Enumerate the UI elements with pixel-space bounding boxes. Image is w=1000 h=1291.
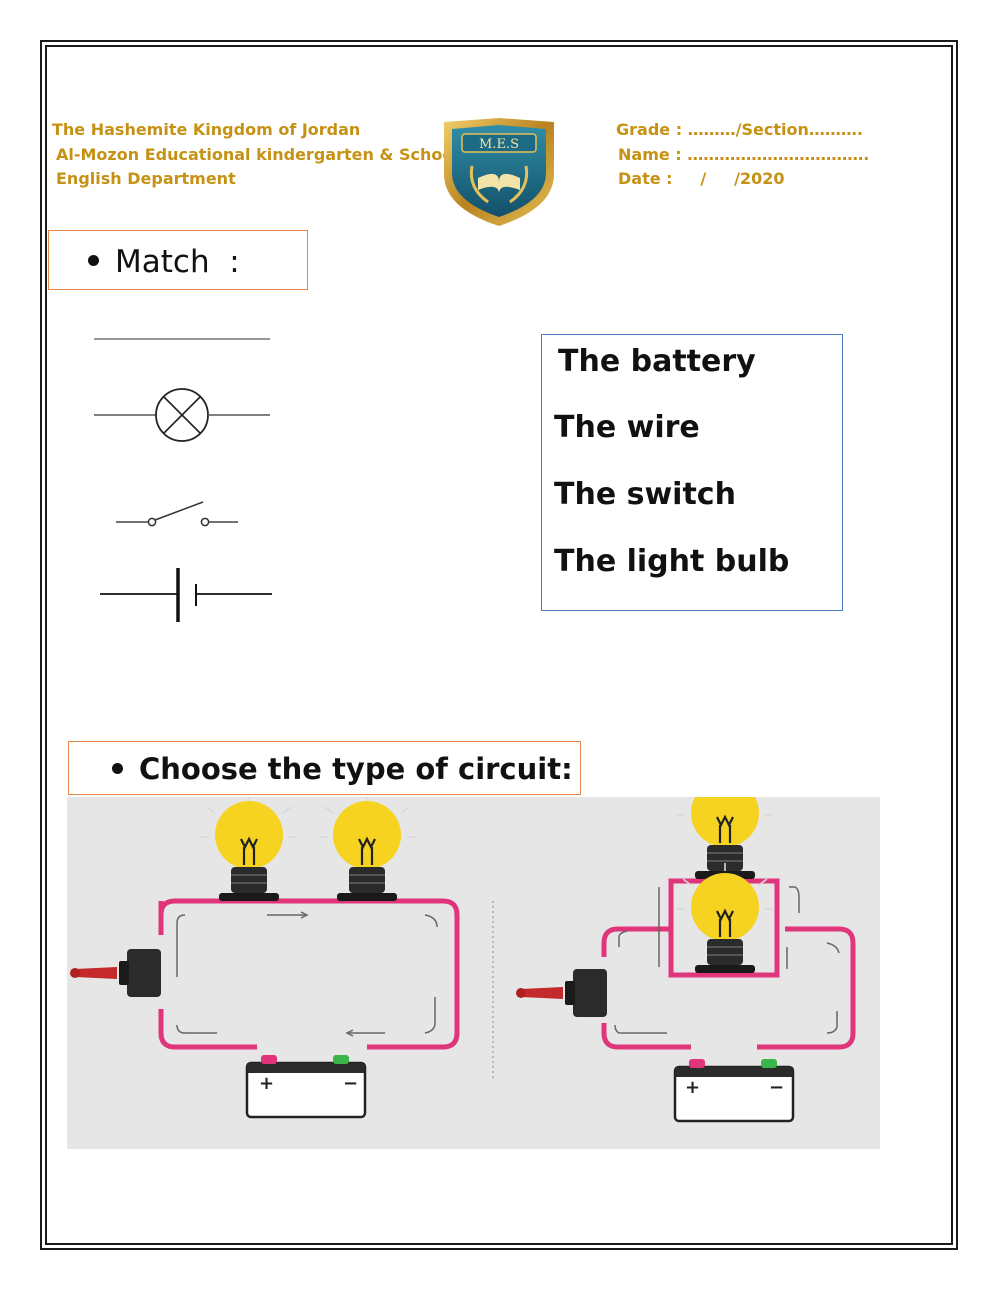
match-title: Match : [88,244,240,280]
match-words-box [541,334,843,611]
header-department: English Department [56,169,236,188]
page-border-inner [45,45,953,1245]
header-name-field: Name : ……………………………. [618,145,870,164]
choose-title-box [68,741,581,795]
battery-plus-label: + [259,1073,274,1094]
header-grade-field: Grade : ………/Section………. [616,120,863,139]
match-title-box [48,230,308,290]
circuit-illustration: + − + − [67,797,880,1149]
battery-symbol [100,568,272,622]
switch-symbol [116,501,238,527]
bullet-icon [88,255,99,266]
choose-title-text: Choose the type of circuit: [139,752,573,786]
bullet-icon [112,762,123,774]
battery-minus-label-2: − [769,1077,784,1098]
word-battery[interactable]: The battery [558,344,756,379]
header-school: Al-Mozon Educational kindergarten & Scho… [56,145,459,164]
header-date-field: Date : / /2020 [618,169,785,188]
match-title-text: Match : [115,244,240,280]
school-logo: M.E.S [444,118,554,226]
wire-symbol [94,338,270,340]
logo-text: M.E.S [479,137,519,152]
battery-plus-label-2: + [685,1077,700,1098]
choose-title: Choose the type of circuit: [112,752,573,786]
word-wire[interactable]: The wire [554,410,700,445]
battery-minus-label: − [343,1073,358,1094]
light-bulb-symbol [94,388,270,442]
header-kingdom: The Hashemite Kingdom of Jordan [52,120,361,139]
word-switch[interactable]: The switch [554,477,736,512]
page-border-outer [40,40,958,1250]
word-light-bulb[interactable]: The light bulb [554,544,790,579]
